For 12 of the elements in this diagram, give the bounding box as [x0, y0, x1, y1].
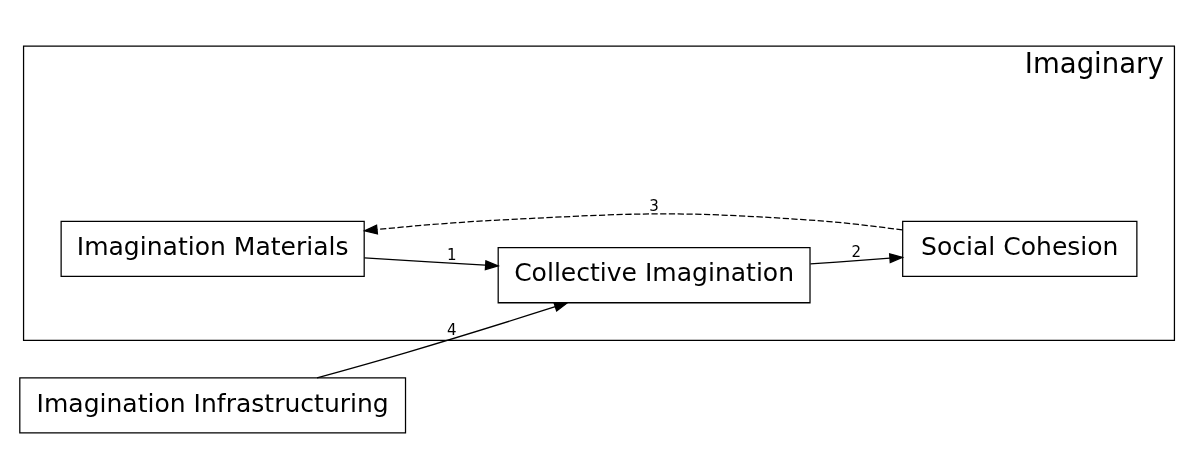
- node-box: Imagination Materials: [60, 220, 365, 277]
- node-box: Social Cohesion: [902, 220, 1138, 277]
- node-box: Collective Imagination: [497, 246, 811, 303]
- edge-label: 1: [447, 245, 457, 264]
- arrow: [362, 212, 904, 235]
- arrow: [809, 252, 905, 265]
- node-box: Imagination Infrastructuring: [19, 376, 407, 434]
- edge-label: 2: [851, 242, 862, 261]
- arrow: [316, 301, 570, 378]
- arrow: [363, 256, 501, 270]
- edge-label: 4: [447, 320, 457, 339]
- edge-label: 3: [649, 196, 659, 215]
